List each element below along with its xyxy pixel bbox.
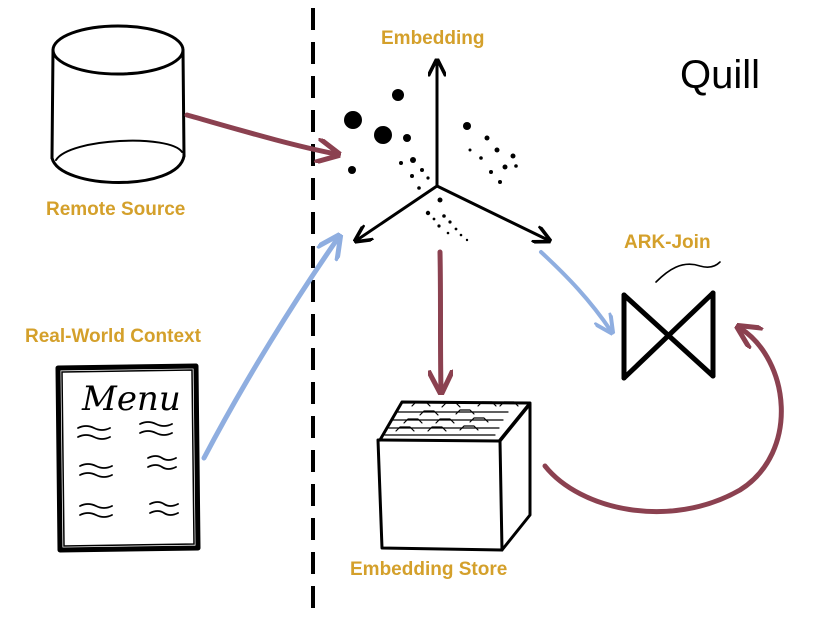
edge-embedding-to-embedding-store	[440, 249, 441, 390]
brand-title: Quill	[680, 53, 760, 97]
bowtie-join-icon	[621, 261, 721, 381]
edge-remote-source-to-embedding	[184, 112, 336, 154]
menu-document-icon: Menu	[55, 363, 201, 553]
edge-embedding-to-ark-join	[539, 250, 611, 331]
embedding-store-label: Embedding Store	[350, 559, 507, 580]
embedding-point-clouds	[344, 89, 518, 242]
ark-join-label: ARK-Join	[624, 232, 711, 253]
embedding-label: Embedding	[381, 28, 484, 49]
embedding-axes-icon	[357, 62, 548, 240]
card-file-box-icon	[376, 400, 532, 552]
real-world-context-label: Real-World Context	[25, 326, 202, 347]
database-cylinder-icon	[50, 24, 186, 184]
edge-embedding-store-to-ark-join	[542, 328, 784, 515]
menu-scribble-lines	[77, 421, 179, 518]
menu-title: Menu	[81, 379, 181, 419]
edge-real-world-context-to-embedding	[201, 238, 338, 461]
remote-source-label: Remote Source	[46, 199, 185, 220]
